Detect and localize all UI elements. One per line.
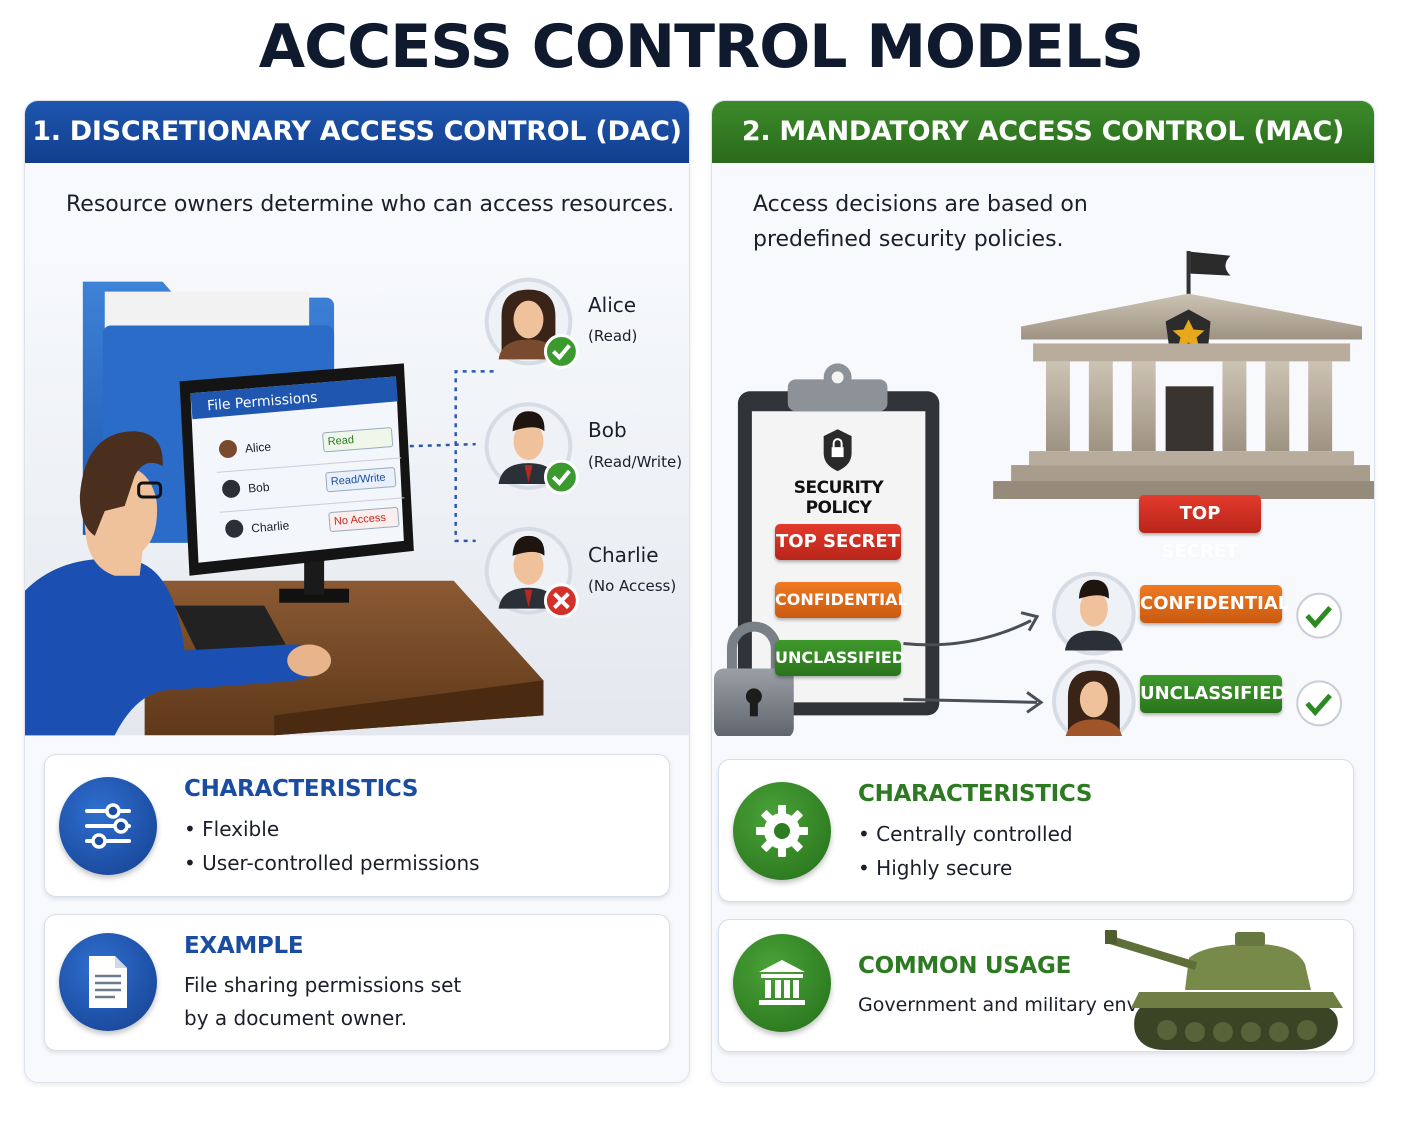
user-level-unclassified: UNCLASSIFIED [1140,675,1286,713]
gear-icon [733,782,831,880]
dac-characteristic-item: • Flexible [184,817,280,841]
arrows [903,611,1044,714]
user-level-top-secret: TOP SECRET [1139,495,1261,562]
avatar [218,439,238,459]
government-building-icon [993,251,1374,499]
permission-dropdown[interactable]: Read/Write [325,466,397,493]
dac-characteristics-card: CHARACTERISTICS • Flexible • User-contro… [44,754,670,897]
policy-title: SECURITY POLICY [793,478,884,518]
mac-characteristic-item: • Centrally controlled [858,822,1073,846]
keyboard [174,605,287,651]
user-perm-charlie: (No Access) [588,577,677,595]
badge-unclassified: UNCLASSIFIED [775,640,905,676]
avatar [224,519,244,539]
dac-header: 1. DISCRETIONARY ACCESS CONTROL (DAC) [25,101,689,163]
dac-characteristics-title: CHARACTERISTICS [184,776,419,802]
document-icon [59,933,157,1031]
avatar [221,479,241,499]
permission-dropdown[interactable]: No Access [328,506,400,533]
mac-characteristics-title: CHARACTERISTICS [858,781,1093,807]
avatar-alice [484,277,579,369]
dac-characteristic-item: • User-controlled permissions [184,851,480,875]
page-title: ACCESS CONTROL MODELS [258,12,1145,82]
check-icon [1296,592,1343,639]
mac-usage-title: COMMON USAGE [858,953,1072,979]
badge-top-secret: TOP SECRET [775,524,901,560]
person [25,431,332,736]
mac-characteristics-card: CHARACTERISTICS • Centrally controlled •… [718,759,1354,902]
user-name-charlie: Charlie [588,543,659,567]
row-name: Bob [247,479,270,496]
bank-building-icon [733,934,831,1032]
row-name: Charlie [250,518,290,536]
dac-panel: 1. DISCRETIONARY ACCESS CONTROL (DAC) Re… [24,100,690,1083]
dac-example-line: File sharing permissions set [184,973,462,997]
user-perm-alice: (Read) [588,327,638,345]
avatar-bob [484,402,579,495]
avatar-top-secret [1051,571,1136,656]
mac-characteristic-item: • Highly secure [858,856,1013,880]
mac-header: 2. MANDATORY ACCESS CONTROL (MAC) [712,101,1374,163]
user-level-confidential: CONFIDENTIAL [1140,585,1289,623]
mac-description-line: predefined security policies. [753,227,1064,252]
mac-description-line: Access decisions are based on [753,192,1088,217]
dac-example-line: by a document owner. [184,1006,408,1030]
dac-description: Resource owners determine who can access… [66,192,675,217]
row-name: Alice [244,439,272,456]
mac-usage-card: COMMON USAGE Government and military env… [718,919,1354,1052]
permissions-table: Alice Read Bob Read/Write Charlie No Acc… [214,422,408,556]
user-name-alice: Alice [588,293,637,317]
permission-dropdown[interactable]: Read [321,427,394,453]
user-name-bob: Bob [588,418,627,442]
dac-example-card: EXAMPLE File sharing permissions set by … [44,914,670,1051]
sliders-icon [59,777,157,875]
tank-icon [1105,930,1343,1050]
check-icon [543,333,579,369]
dac-example-title: EXAMPLE [184,933,304,959]
check-icon [543,459,579,495]
check-icon [1296,680,1343,727]
avatar-confidential [1051,659,1136,736]
mac-panel: 2. MANDATORY ACCESS CONTROL (MAC) Access… [711,100,1375,1083]
user-perm-bob: (Read/Write) [588,453,683,471]
padlock-icon [713,621,794,736]
avatar-charlie [484,526,579,619]
dac-illustration [25,251,689,736]
badge-confidential: CONFIDENTIAL [775,582,908,618]
connector-lines [454,370,494,543]
